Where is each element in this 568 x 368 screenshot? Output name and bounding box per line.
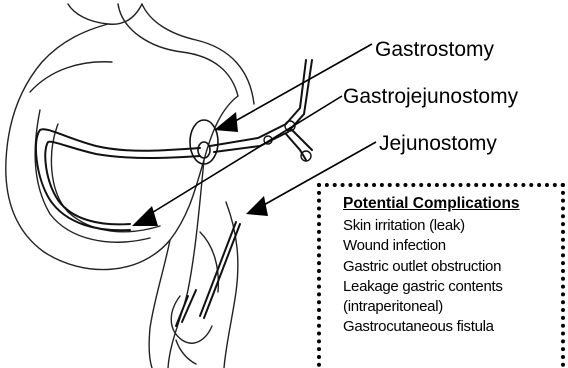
complication-item: (intraperitoneal)	[343, 297, 561, 317]
external-tube	[210, 60, 306, 146]
complication-item: Leakage gastric contents	[343, 277, 561, 297]
gastrojejunostomy-pointer-line	[150, 96, 342, 214]
complication-item: Skin irritation (leak)	[343, 216, 561, 236]
j-tube	[200, 222, 236, 316]
duodenum-outline	[149, 240, 170, 368]
stomach-outline	[6, 24, 238, 270]
esophagus-outline	[68, 4, 142, 24]
gastrostomy-pointer-line	[230, 44, 372, 124]
complications-box: Potential Complications Skin irritation …	[317, 183, 565, 367]
complication-item: Gastric outlet obstruction	[343, 257, 561, 277]
complications-title: Potential Complications	[343, 195, 561, 213]
jejunostomy-arrowhead	[246, 196, 268, 216]
gastrostomy-label: Gastrostomy	[375, 39, 494, 60]
gastrojejunostomy-arrowhead	[132, 206, 158, 226]
jejunostomy-label: Jejunostomy	[379, 133, 497, 154]
gastrojejunostomy-label: Gastrojejunostomy	[343, 86, 518, 107]
complication-item: Wound infection	[343, 236, 561, 256]
complication-item: Gastrocutaneous fistula	[343, 317, 561, 337]
